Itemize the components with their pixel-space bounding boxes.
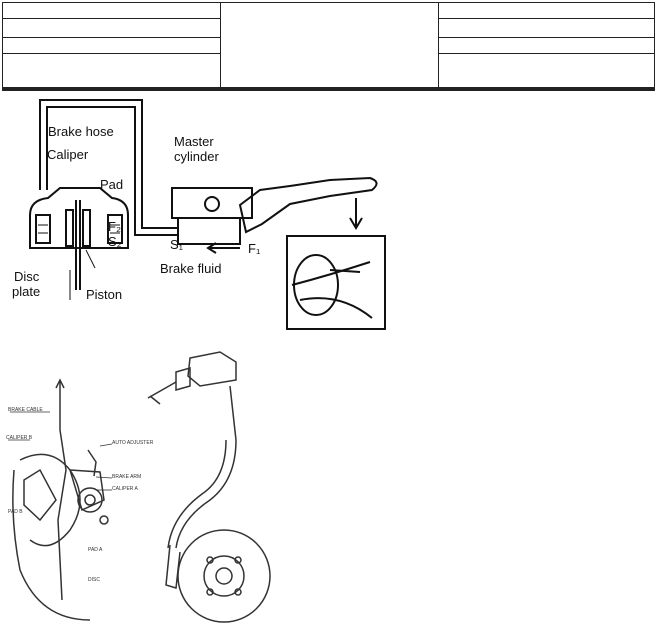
label-caliper-b: CALIPER B: [6, 435, 33, 441]
label-f2: F₂: [108, 219, 121, 234]
label-brake-fluid: Brake fluid: [160, 261, 222, 276]
label-master-cylinder-line1: Master: [174, 134, 214, 149]
label-brake-hose: Brake hose: [48, 124, 114, 139]
label-pad: Pad: [100, 177, 124, 192]
label-brake-arm: BRAKE ARM: [112, 474, 142, 480]
label-brake-cable: BRAKE CABLE: [8, 407, 43, 413]
table-cell: [438, 53, 655, 88]
label-disc: DISC: [88, 577, 100, 583]
table-cell: [2, 53, 221, 88]
label-auto-adjuster: AUTO ADJUSTER: [112, 440, 154, 446]
label-disc-line2: plate: [12, 284, 41, 299]
label-pad-a: PAD A: [88, 547, 103, 553]
header-table: [2, 2, 655, 91]
label-f1: F₁: [248, 241, 261, 256]
label-s1: S₁: [170, 237, 184, 252]
label-pad-b: PAD B: [8, 509, 23, 515]
label-caliper-a: CALIPER A: [112, 486, 138, 492]
label-caliper: Caliper: [47, 147, 89, 162]
label-s2: S₂: [108, 234, 122, 249]
table-cell-merged: [220, 2, 439, 88]
label-piston: Piston: [86, 287, 123, 302]
label-master-cylinder-line2: cylinder: [174, 149, 219, 164]
label-disc-line1: Disc: [14, 269, 40, 284]
